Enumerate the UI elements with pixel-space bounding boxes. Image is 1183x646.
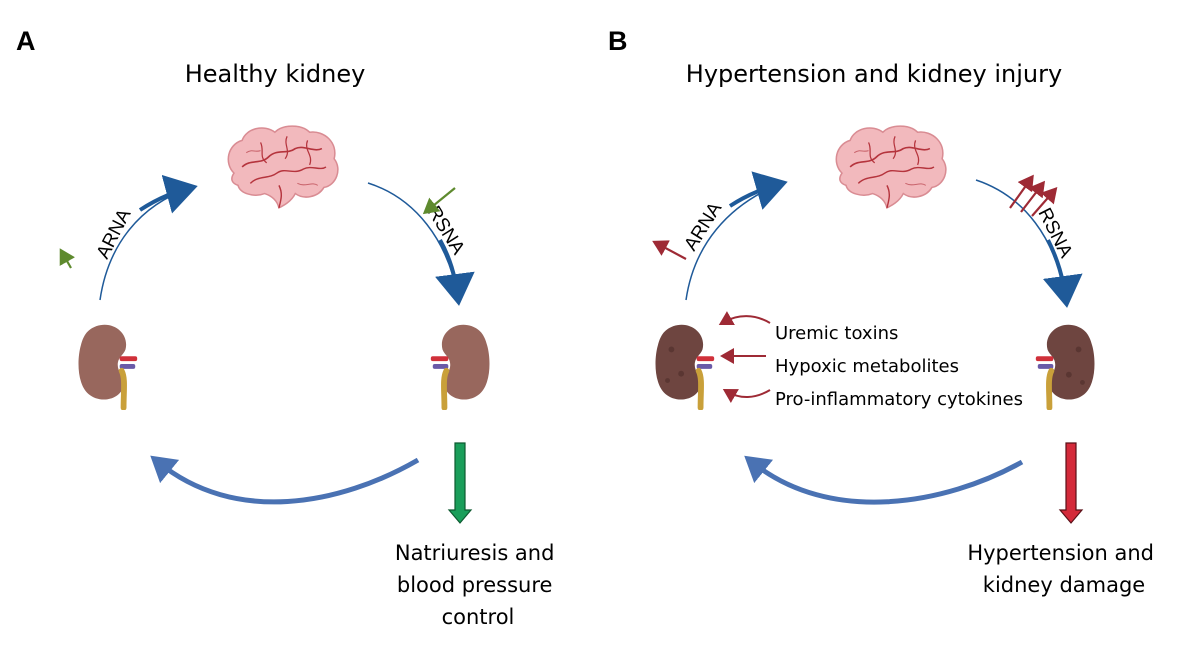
outcome-line: kidney damage xyxy=(983,573,1145,597)
kidney-icon xyxy=(1036,325,1095,408)
arna-increase-arrow xyxy=(59,248,76,269)
outcome-line: blood pressure xyxy=(397,573,553,597)
rsna-increase-arrow xyxy=(1031,187,1058,217)
panel-b-title: Hypertension and kidney injury xyxy=(686,60,1062,88)
panel-a: A Healthy kidney ARNA RSNA Natriuresis a… xyxy=(16,26,561,629)
outcome-text-b: Hypertension and kidney damage xyxy=(967,541,1160,597)
kidney-icon xyxy=(431,325,490,408)
brain-icon xyxy=(835,125,947,209)
arna-increase-arrow xyxy=(652,240,687,260)
afferent-arrow-head xyxy=(728,171,788,210)
kidney-icon xyxy=(656,325,715,408)
rsna-decrease-arrow xyxy=(422,187,456,215)
rsna-increase-arrow xyxy=(1009,174,1034,209)
rsna-label: RSNA xyxy=(1034,205,1077,262)
kidney-icon xyxy=(79,325,138,408)
brain-icon xyxy=(227,125,339,209)
efferent-arrow-head xyxy=(435,239,475,306)
factor-arrow xyxy=(722,388,771,403)
panel-letter-b: B xyxy=(608,26,628,56)
rsna-increase-arrow xyxy=(1020,180,1046,213)
arna-label: ARNA xyxy=(93,205,136,262)
factor-label: Uremic toxins xyxy=(775,323,898,344)
factor-arrow xyxy=(718,311,771,325)
return-arrow xyxy=(744,455,1024,505)
factor-label: Hypoxic metabolites xyxy=(775,356,959,377)
outcome-text-a: Natriuresis and blood pressure control xyxy=(395,541,561,629)
panel-b: B Hypertension and kidney injury ARNA RS… xyxy=(608,26,1160,597)
outcome-line: Natriuresis and xyxy=(395,541,555,565)
efferent-arrow-head xyxy=(1042,239,1083,308)
outcome-line: control xyxy=(442,605,515,629)
panel-letter-a: A xyxy=(16,26,36,56)
outcome-down-arrow xyxy=(447,442,473,524)
panel-a-title: Healthy kidney xyxy=(185,60,366,88)
rsna-label: RSNA xyxy=(423,203,469,259)
return-arrow xyxy=(150,455,420,505)
outcome-down-arrow xyxy=(1058,442,1084,524)
outcome-line: Hypertension and xyxy=(967,541,1154,565)
afferent-arrow-head xyxy=(138,174,198,214)
factor-label: Pro-inflammatory cytokines xyxy=(775,389,1023,410)
